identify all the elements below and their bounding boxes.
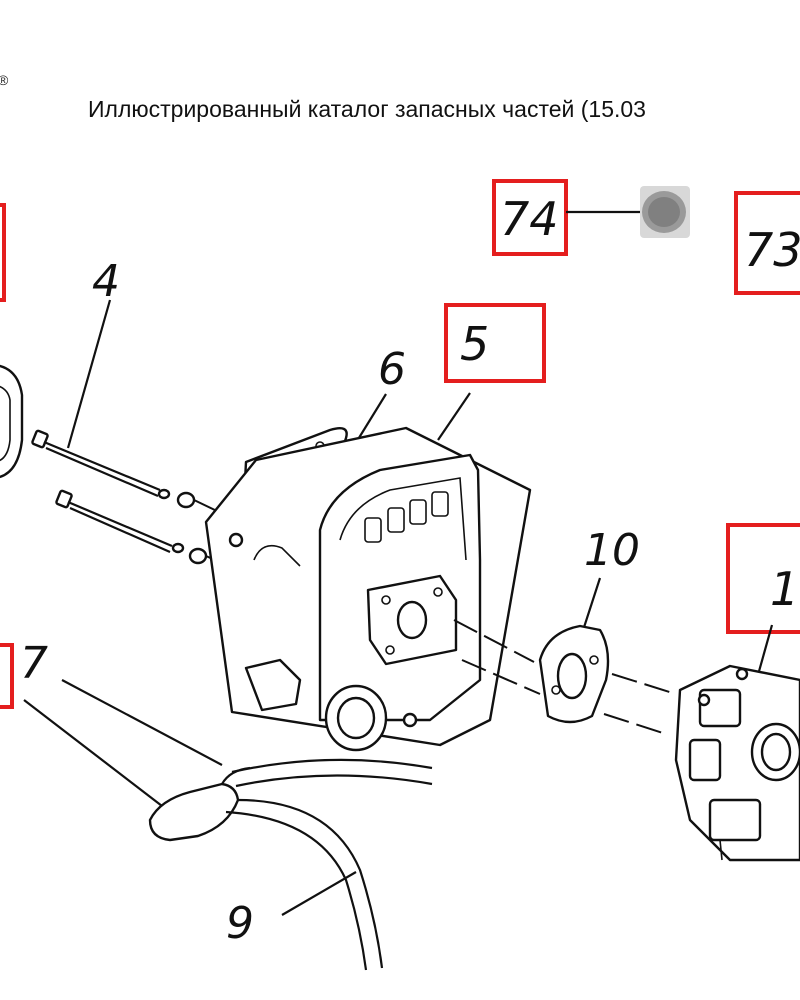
callout-7-label: 7 bbox=[20, 638, 48, 689]
callout-5-label: 5 bbox=[460, 317, 489, 371]
callout-73-label: 73 bbox=[744, 223, 800, 277]
callout-11-label: 11 bbox=[770, 562, 800, 616]
callout-74-label: 74 bbox=[500, 192, 559, 246]
bolt-lower bbox=[55, 489, 208, 565]
housing-part-5 bbox=[204, 426, 532, 752]
callout-5-box bbox=[444, 303, 546, 383]
gasket-part-10 bbox=[538, 624, 610, 724]
fuel-line-part-9 bbox=[225, 758, 433, 971]
callout-74-box bbox=[492, 179, 568, 256]
partial-part-left bbox=[0, 364, 24, 479]
leader-line-5 bbox=[437, 392, 471, 441]
page-title: Иллюстрированный каталог запасных частей… bbox=[88, 96, 646, 122]
callout-11[interactable]: 11 bbox=[726, 523, 800, 634]
callout-73[interactable]: 73 bbox=[734, 191, 800, 295]
leader-line-9 bbox=[281, 871, 357, 916]
callout-9-label: 9 bbox=[226, 898, 254, 949]
callout-74[interactable]: 74 bbox=[492, 179, 568, 256]
registered-trademark-mark: ® bbox=[0, 72, 9, 88]
leader-line-4 bbox=[66, 299, 112, 449]
leader-line-7b bbox=[61, 679, 223, 766]
callout-4-label: 4 bbox=[92, 256, 120, 307]
callout-10-label: 10 bbox=[584, 525, 640, 576]
partial-callout-box-left-top bbox=[0, 203, 6, 302]
fuel-primer-part-7 bbox=[148, 766, 251, 842]
callout-5[interactable]: 5 bbox=[444, 303, 546, 383]
callout-6-label: 6 bbox=[378, 344, 406, 395]
carburetor-part-11 bbox=[674, 664, 800, 862]
callout-11-box bbox=[726, 523, 800, 634]
bolt-upper bbox=[31, 429, 196, 509]
callout-73-box bbox=[734, 191, 800, 295]
partial-callout-box-left-bottom bbox=[0, 643, 14, 709]
leader-line-7a bbox=[23, 699, 163, 807]
